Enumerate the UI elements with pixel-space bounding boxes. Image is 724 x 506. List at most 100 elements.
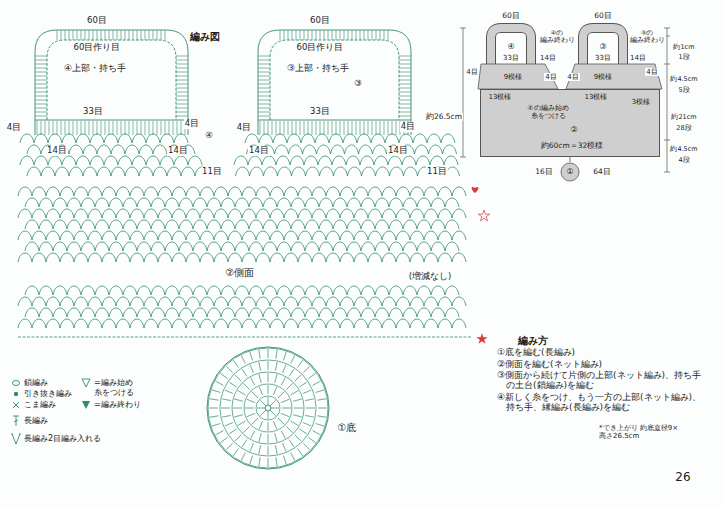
dimension-label: 14目 (539, 54, 557, 62)
net-stitch-mesh (18, 134, 472, 337)
double-crochet-stitches (258, 30, 411, 135)
dimension-label: 4目 (184, 119, 200, 129)
circle-shape (561, 163, 579, 181)
instruction-step: ③側面から続けて片側の上部(ネット編み)、持ち手の土台(鎖編み)を編む (497, 370, 707, 391)
circle-shape (207, 347, 329, 469)
legend-item: 長編み2目編み入れる (10, 434, 101, 445)
dimension-label: 14目 (167, 146, 189, 156)
note: ③の 編み終わり (628, 30, 666, 45)
dimension-label: 60目 (501, 12, 521, 21)
handle-shape (491, 28, 531, 66)
upper-part-shape (566, 64, 662, 89)
legend-item: 長編み (10, 416, 48, 427)
legend-symbol (10, 388, 22, 400)
net-stitch-row (18, 253, 466, 262)
legend-text: 鎖編み (24, 378, 48, 388)
dimension-label: 33目 (502, 54, 520, 62)
connector-line (570, 157, 571, 162)
note: ④の編み始め 糸をつける (523, 104, 573, 120)
dimension-lines (460, 28, 670, 172)
instruction-step: ①底を編む(長編み) (497, 347, 707, 357)
side-panel-region: ②側面 (18, 186, 473, 338)
star-marker (478, 210, 489, 221)
legend-item: 鎖編み (10, 378, 48, 389)
end-symbol (82, 401, 90, 409)
legend-text: 引き抜き編み (24, 389, 72, 399)
net-stitch-row (247, 145, 457, 154)
legend-symbol (10, 415, 22, 427)
handle-outline (491, 28, 531, 66)
callout-number: ④ (204, 131, 214, 141)
star-marker (476, 333, 487, 344)
bottom-circle-shape: ① (560, 162, 580, 182)
callout-number: ③ (353, 79, 363, 89)
double-crochet-ring (245, 385, 291, 431)
net-stitch-row (245, 134, 455, 143)
dimension-label: 約60cm＝32模様 (540, 142, 605, 151)
dimension-label: 3模様 (631, 98, 651, 106)
legend-symbol (80, 399, 92, 411)
net-stitch-row (25, 286, 459, 295)
dimension-label: 60目作り目 (73, 43, 122, 53)
net-stitch-row (234, 156, 458, 165)
handle-shape (583, 28, 623, 66)
note: *でき上がり 約底直径9×高さ26.5cm (598, 424, 695, 440)
dimension-label: 60目 (309, 16, 331, 26)
dimension-label: 4目 (400, 122, 416, 132)
instruction-step: ④新しく糸をつけ、もう一方の上部(ネット編み)、持ち手、縁編み(長編み)を編む (497, 392, 707, 413)
net-stitch-row (20, 156, 202, 165)
dimension-label: 11目 (201, 167, 223, 177)
round-line (220, 360, 316, 456)
note: (増減なし) (408, 272, 453, 282)
heart-marker (472, 187, 479, 193)
dimension-label: 33目 (309, 107, 331, 117)
round-line (232, 372, 304, 444)
dimension-label: 13模様 (488, 93, 513, 101)
dimension-label: 約1cm (672, 44, 695, 51)
legend-item: =編み始め 糸をつける (80, 378, 142, 397)
dimension-label: 60目作り目 (296, 43, 345, 53)
upper-part-shape (478, 64, 558, 89)
chain-row (258, 120, 411, 121)
chain-row (35, 120, 188, 121)
legend-symbol (80, 377, 92, 389)
dimension-label: 1段 (677, 54, 690, 61)
round-line (256, 396, 280, 420)
instruction-step: ②側面を編む(ネット編み) (497, 359, 707, 369)
net-stitch-row (18, 209, 466, 218)
net-stitch-row (27, 167, 209, 176)
legend-text: こま編み (24, 400, 56, 410)
callout-number: ④ (506, 42, 515, 51)
round-line (244, 384, 292, 432)
handle-outline (583, 28, 623, 66)
circle-outline (206, 346, 330, 470)
double-crochet-stitches (35, 30, 188, 135)
handle-outer-edge (258, 30, 411, 135)
legend-item: こま編み (10, 400, 56, 411)
dimension-label: 4目 (6, 123, 22, 133)
dimension-label: 4目 (645, 68, 658, 76)
net-stitch-row (18, 319, 466, 328)
dimension-label: 60目 (593, 12, 613, 21)
node-text: ② (569, 125, 578, 134)
dimension-label: 4目 (465, 68, 478, 76)
bag-schematic (460, 28, 670, 172)
dimension-label: 14目 (387, 146, 409, 156)
single-crochet-symbol (13, 402, 19, 408)
double-crochet-symbol (13, 416, 19, 426)
double-crochet-ring (257, 397, 279, 419)
dimension-label: 5段 (677, 87, 690, 94)
net-stitch-row (18, 231, 466, 240)
handle-chart (258, 30, 411, 135)
start-symbol (82, 379, 90, 387)
height-dimension (460, 28, 466, 157)
dimension-label: 60目 (86, 16, 108, 26)
dimension-label: 14目 (248, 146, 270, 156)
double-crochet-ring (233, 373, 303, 443)
bottom-round-chart (208, 348, 328, 468)
node-text: ①底 (337, 422, 358, 434)
page-number: 26 (674, 471, 691, 485)
handle-outer-edge (35, 30, 188, 135)
net-stitch-row (236, 167, 460, 176)
